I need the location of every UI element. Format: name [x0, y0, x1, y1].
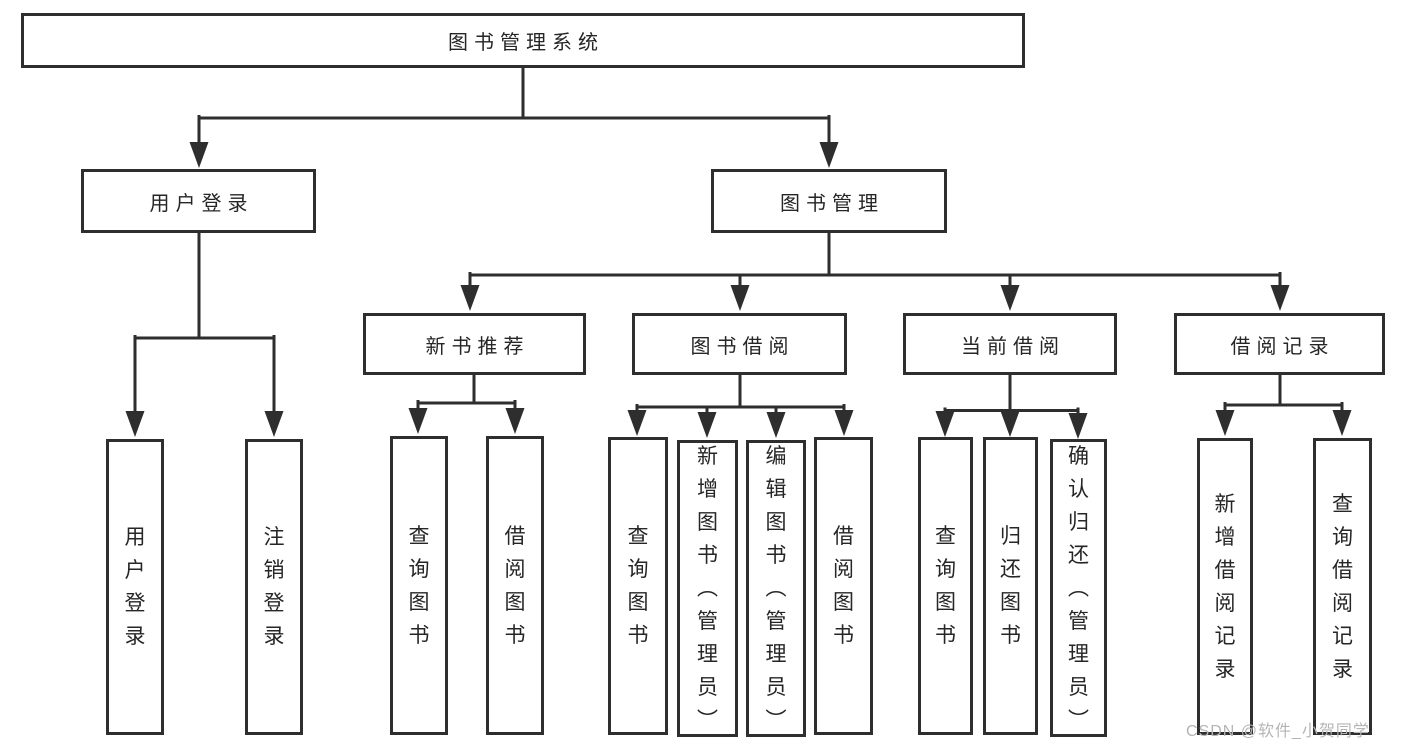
arrowhead-icon: [1215, 410, 1235, 436]
node-borrow-borrow-books: 借 阅 图 书: [814, 437, 873, 735]
arrowhead-icon: [766, 412, 786, 438]
watermark-text: CSDN @软件_小贺同学: [1186, 723, 1370, 740]
connector-line: [416, 373, 517, 414]
arrowhead-icon: [460, 285, 480, 311]
arrowhead-icon: [834, 410, 854, 436]
node-rec-query-books: 查 询 图 书: [390, 436, 448, 735]
connector-book-mgmt-to-level3: [460, 231, 1290, 311]
node-record-query: 查 询 借 阅 记 录: [1313, 438, 1372, 735]
arrowhead-icon: [627, 410, 647, 436]
arrowhead-icon: [1000, 411, 1020, 437]
node-logout-leaf: 注 销 登 录: [245, 439, 303, 735]
arrowhead-icon: [1270, 285, 1290, 311]
arrowhead-icon: [935, 411, 955, 437]
node-rec-borrow-books-label: 借 阅 图 书: [504, 524, 526, 647]
node-borrow-edit-books-label: 编 辑 图 书 ︵ 管 理 员 ︶: [765, 445, 787, 732]
node-cur-query-books: 查 询 图 书: [918, 437, 973, 735]
connector-root-to-level2: [189, 66, 839, 168]
connector-line: [943, 373, 1080, 418]
node-current-borrow: 当前借阅: [903, 313, 1117, 375]
arrowhead-icon: [189, 142, 209, 168]
arrowhead-icon: [730, 285, 750, 311]
node-borrow-query-books: 查 询 图 书: [608, 437, 668, 735]
node-book-borrow-label: 图书借阅: [690, 335, 795, 358]
node-cur-confirm-return: 确 认 归 还 ︵ 管 理 员 ︶: [1050, 439, 1107, 737]
arrowhead-icon: [264, 411, 284, 437]
node-root-label: 图书管理系统: [448, 32, 604, 54]
node-cur-return-books: 归 还 图 书: [983, 437, 1038, 735]
node-user-login-leaf: 用 户 登 录: [106, 439, 164, 735]
node-root: 图书管理系统: [21, 13, 1025, 68]
node-borrow-add-books: 新 增 图 书 ︵ 管 理 员 ︶: [677, 440, 738, 737]
node-rec-borrow-books: 借 阅 图 书: [486, 436, 544, 735]
node-user-login-leaf-label: 用 户 登 录: [124, 526, 146, 648]
arrowhead-icon: [697, 412, 717, 438]
connector-line: [133, 231, 276, 416]
node-record-query-label: 查 询 借 阅 记 录: [1332, 492, 1353, 681]
connector-line: [197, 66, 831, 148]
node-record-add: 新 增 借 阅 记 录: [1197, 438, 1253, 735]
arrowhead-icon: [1332, 410, 1352, 436]
node-current-borrow-label: 当前借阅: [961, 335, 1065, 358]
node-cur-return-books-label: 归 还 图 书: [1000, 525, 1021, 647]
arrowhead-icon: [1000, 285, 1020, 311]
node-borrow-edit-books: 编 辑 图 书 ︵ 管 理 员 ︶: [746, 440, 806, 737]
arrowhead-icon: [505, 408, 525, 434]
node-book-mgmt: 图书管理: [711, 169, 947, 233]
node-borrow-record: 借阅记录: [1174, 313, 1385, 375]
connector-line: [468, 231, 1282, 291]
connector-current-borrow-to-leaves: [935, 373, 1088, 439]
connector-line: [1223, 373, 1344, 413]
connector-user-login-to-leaves: [125, 231, 284, 437]
arrowhead-icon: [408, 408, 428, 434]
node-cur-query-books-label: 查 询 图 书: [935, 525, 956, 647]
node-borrow-query-books-label: 查 询 图 书: [627, 525, 649, 647]
node-book-borrow: 图书借阅: [632, 313, 847, 375]
node-cur-confirm-return-label: 确 认 归 还 ︵ 管 理 员 ︶: [1068, 444, 1089, 732]
node-rec-query-books-label: 查 询 图 书: [408, 524, 430, 647]
connector-line: [635, 373, 846, 416]
node-borrow-record-label: 借阅记录: [1230, 335, 1335, 358]
connector-borrow-record-to-leaves: [1215, 373, 1352, 436]
connector-new-book-rec-to-leaves: [408, 373, 525, 434]
node-borrow-add-books-label: 新 增 图 书 ︵ 管 理 员 ︶: [697, 445, 718, 732]
node-new-book-rec: 新书推荐: [363, 313, 586, 375]
connector-book-borrow-to-leaves: [627, 373, 854, 438]
node-user-login: 用户登录: [81, 169, 316, 233]
node-record-add-label: 新 增 借 阅 记 录: [1214, 492, 1236, 681]
node-book-mgmt-label: 图书管理: [780, 192, 884, 215]
arrowhead-icon: [819, 142, 839, 168]
node-logout-leaf-label: 注 销 登 录: [263, 526, 285, 648]
node-new-book-rec-label: 新书推荐: [425, 335, 530, 358]
arrowhead-icon: [125, 411, 145, 437]
arrowhead-icon: [1068, 413, 1088, 439]
node-borrow-borrow-books-label: 借 阅 图 书: [833, 525, 854, 647]
node-user-login-label: 用户登录: [149, 192, 254, 215]
